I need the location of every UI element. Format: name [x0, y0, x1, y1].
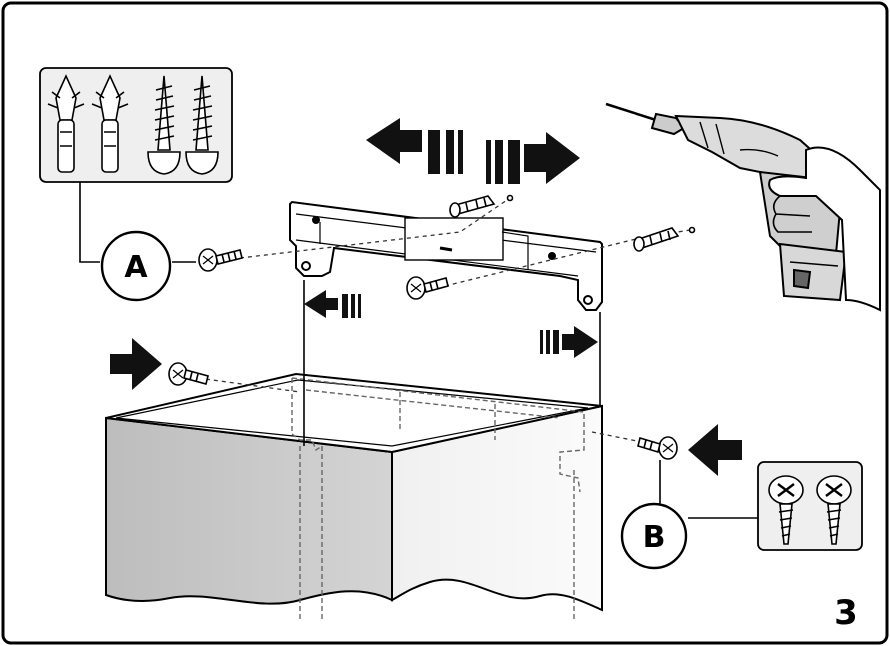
- drill-icon: [605, 102, 881, 312]
- screw-a-center: [406, 276, 449, 300]
- wall-plug-right: [633, 226, 696, 252]
- cabinet: [105, 372, 603, 620]
- push-right-arrow: [110, 338, 162, 390]
- wall-plug-icon: [91, 74, 129, 173]
- push-left-arrow: [688, 424, 742, 476]
- move-left-arrow: [304, 290, 361, 318]
- callout-a: A: [100, 230, 172, 302]
- callout-b: B: [620, 502, 688, 570]
- leader-line-a: [79, 182, 196, 263]
- pan-head-screw-icon: [768, 475, 804, 545]
- cabinet-side: [391, 404, 603, 612]
- slide-right-arrow: [486, 132, 580, 184]
- hardware-inset-b: [757, 461, 863, 551]
- pan-head-screw-icon: [816, 475, 852, 545]
- wood-screw-icon: [147, 75, 181, 175]
- cabinet-front: [105, 416, 393, 605]
- cabinet-top-rim: [105, 372, 603, 454]
- mounting-bracket: [289, 200, 603, 311]
- screw-a-left: [198, 248, 243, 272]
- step-number: 3: [834, 593, 858, 633]
- move-right-arrow: [540, 326, 598, 358]
- wall-plug-top: [449, 194, 514, 218]
- screw-cabinet-left: [168, 362, 209, 386]
- hidden-bracket-outline: [291, 377, 585, 620]
- callout-b-label: B: [643, 520, 666, 555]
- wall-plug-icon: [47, 74, 85, 173]
- wood-screw-icon: [185, 75, 219, 175]
- leader-line-b: [659, 460, 758, 519]
- slide-left-arrow: [366, 118, 463, 174]
- screw-cabinet-right: [637, 436, 678, 460]
- callout-a-label: A: [124, 250, 148, 285]
- hardware-inset-a: [39, 67, 233, 183]
